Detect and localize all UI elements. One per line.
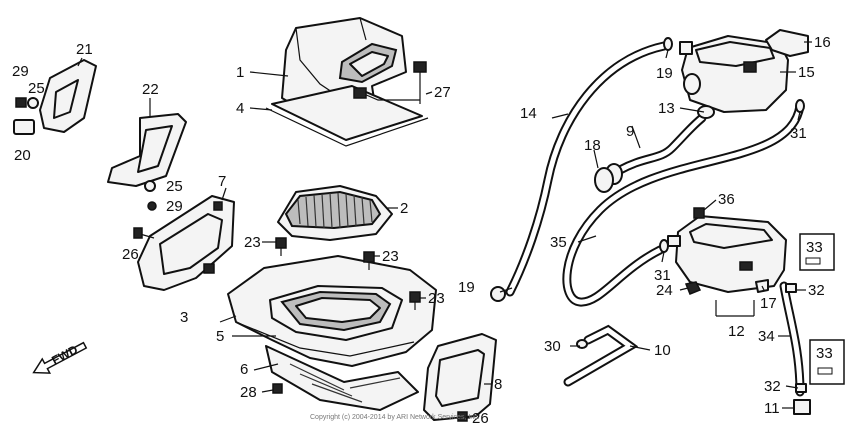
callout-19a: 19 [656,65,673,82]
callout-8: 8 [494,376,502,393]
case-bottom-grille [265,345,419,411]
fwd-arrow-icon [32,341,88,374]
callout-22: 22 [142,81,159,98]
callout-15: 15 [798,64,815,81]
callout-9: 9 [626,123,634,140]
callout-35: 35 [550,234,567,251]
callout-12: 12 [728,323,745,340]
callout-23c: 23 [428,290,445,307]
callout-2: 2 [400,200,408,217]
case-side-cover [137,195,235,291]
catch-tank-hardware [684,279,769,295]
callout-11: 11 [764,400,780,417]
part-33-boxes [799,233,845,385]
reservoir-tank [679,35,789,113]
cover-screw-26 [133,227,155,239]
callout-18: 18 [584,137,601,154]
callout-14: 14 [520,105,537,122]
callout-21: 21 [76,41,93,58]
air-filter-element [277,185,393,241]
hose-clips-31 [659,99,805,253]
callout-25a: 25 [28,80,45,97]
callout-6: 6 [240,361,248,378]
leader-lines [77,41,812,419]
callout-5: 5 [216,328,224,345]
callout-20: 20 [14,147,31,164]
callout-30: 30 [544,338,561,355]
callout-7: 7 [218,173,226,190]
copyright-notice: Copyright (c) 2004-2014 by ARI Network S… [310,414,480,421]
hose-9 [594,105,715,193]
breather-hose-14 [490,41,669,302]
callout-1: 1 [236,64,244,81]
bent-hose-10 [563,324,639,387]
callout-26a: 26 [122,246,139,263]
callout-31b: 31 [654,267,671,284]
callout-23b: 23 [382,248,399,265]
callout-33b: 33 [816,345,833,362]
side-bracket-upper [39,59,97,133]
callout-25b: 25 [166,178,183,195]
callout-23a: 23 [244,234,261,251]
hose-35 [562,101,805,307]
bracket-hardware-lower [144,180,157,211]
callout-36: 36 [718,191,735,208]
callout-26b: 26 [472,410,489,427]
hose-clip-19 [663,37,673,51]
callout-3: 3 [180,309,188,326]
callout-24: 24 [656,282,673,299]
callout-28: 28 [240,384,257,401]
callout-33a: 33 [806,239,823,256]
screw-26-lower [457,411,468,422]
cover-screw [353,61,427,104]
callout-17: 17 [760,295,777,312]
callout-10: 10 [654,342,671,359]
drain-hose-34 [779,281,811,415]
fwd-arrow: FWD [32,341,88,374]
catch-tank [667,207,787,293]
callout-29b: 29 [166,198,183,215]
callout-32a: 32 [808,282,825,299]
bolt-28 [272,383,283,394]
case-cover-plate [423,333,497,421]
side-bracket-lower [107,113,187,187]
callout-19b: 19 [458,279,475,296]
callout-27: 27 [434,84,451,101]
callout-31a: 31 [790,125,807,142]
air-cleaner-case [227,255,437,367]
tank-bracket [765,29,809,57]
bolts-23 [275,237,421,310]
callout-32b: 32 [764,378,781,395]
callout-4: 4 [236,100,244,117]
callout-29a: 29 [12,63,29,80]
callout-34: 34 [758,328,775,345]
callout-16: 16 [814,34,831,51]
bracket-hardware-left [13,97,39,135]
cover-gasket [265,85,429,147]
callout-13: 13 [658,100,675,117]
callout-labels: 1 2 3 4 5 6 7 8 9 10 11 12 13 14 15 16 1… [12,34,833,427]
